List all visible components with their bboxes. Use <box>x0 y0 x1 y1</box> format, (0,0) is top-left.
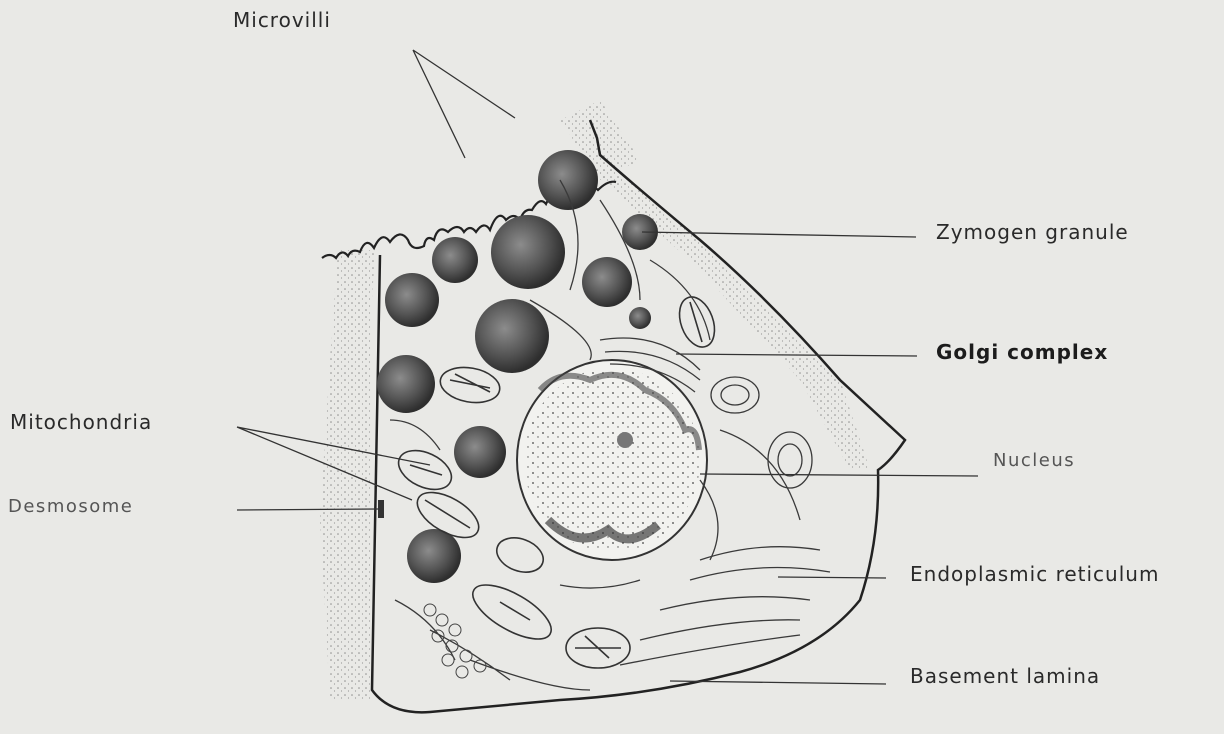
nucleus-leader <box>700 474 978 476</box>
label-basement-lamina: Basement lamina <box>910 664 1100 688</box>
label-golgi-complex: Golgi complex <box>936 340 1108 364</box>
microvilli-leader <box>413 50 515 158</box>
basement-leader <box>670 681 886 684</box>
label-microvilli: Microvilli <box>233 8 331 32</box>
er-leader <box>778 577 886 578</box>
basal-granular-cluster <box>424 604 486 678</box>
nucleus-drawing <box>517 360 707 560</box>
label-desmosome: Desmosome <box>8 496 133 517</box>
label-mitochondria: Mitochondria <box>10 410 152 434</box>
label-endoplasmic-reticulum: Endoplasmic reticulum <box>910 562 1159 586</box>
label-nucleus: Nucleus <box>993 450 1075 471</box>
desmosome-mark <box>378 500 384 518</box>
label-zymogen-granule: Zymogen granule <box>936 220 1129 244</box>
